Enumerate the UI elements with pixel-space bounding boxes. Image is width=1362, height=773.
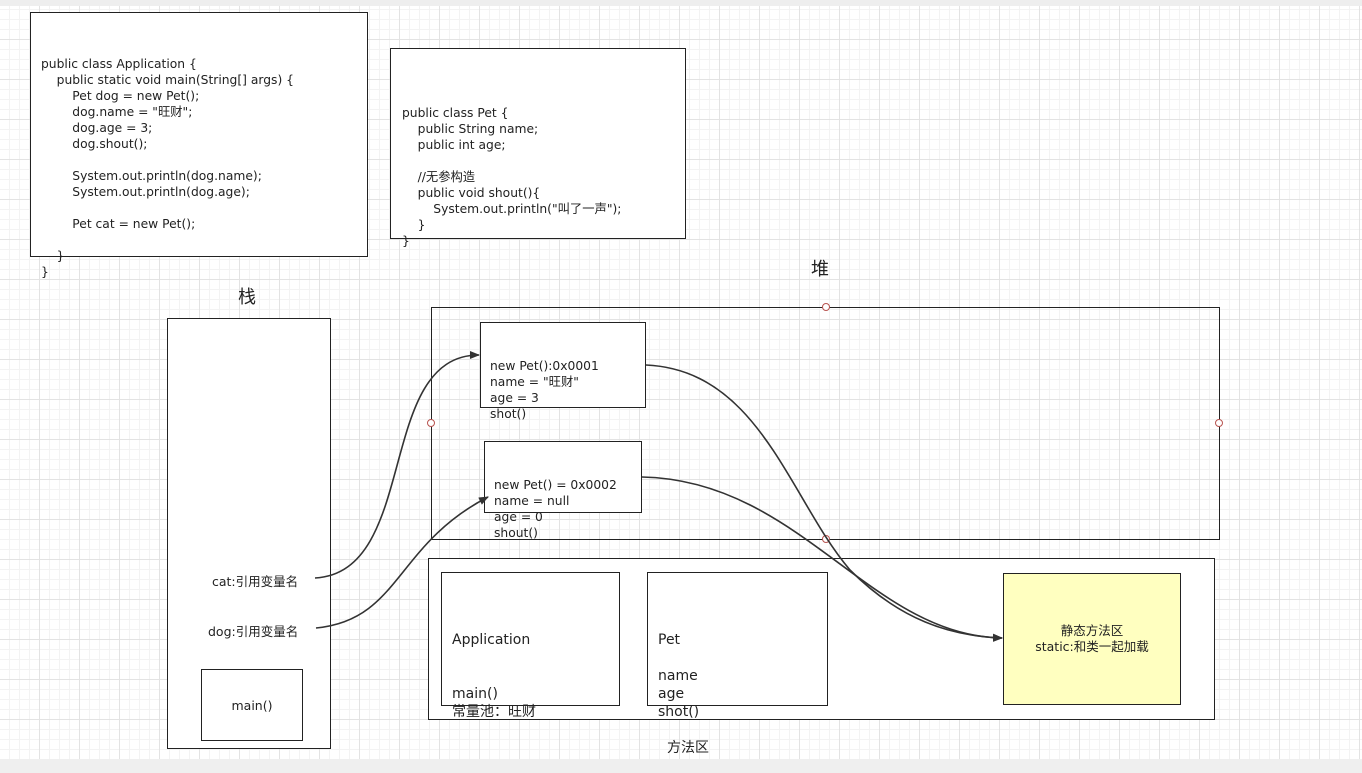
object1-to-static-arrow (645, 364, 1003, 642)
text-line: age (658, 686, 685, 702)
text-line: public class Application { (41, 57, 197, 71)
application-class-box[interactable]: Application main() 常量池：旺财 (441, 572, 620, 720)
heap-handle-left[interactable] (427, 419, 435, 427)
text-line: public static void main(String[] args) { (41, 73, 294, 87)
text-line: System.out.println(dog.age); (41, 185, 250, 199)
text-line: shot() (658, 704, 700, 720)
text-line: new Pet() = 0x0002 (494, 478, 617, 492)
text-line: public void shout(){ (402, 186, 541, 200)
text-line: name (658, 668, 698, 684)
top-bar (0, 0, 1362, 6)
text-line: name = null (494, 494, 570, 508)
bottom-bar (0, 759, 1362, 773)
text-line: age = 3 (490, 391, 539, 405)
stack-title: 栈 (238, 287, 256, 308)
text-line: } (402, 218, 426, 232)
heap-handle-bottom[interactable] (822, 535, 830, 543)
text-line: static:和类一起加载 (1035, 639, 1149, 654)
text-line: public String name; (402, 122, 539, 136)
text-line: dog.name = "旺财"; (41, 105, 193, 119)
cat-reference-label: cat:引用变量名 (212, 574, 299, 589)
text-line: 常量池：旺财 (452, 704, 536, 720)
pet-code-lines: public class Pet { public String name; p… (402, 105, 685, 249)
heap-object-cat[interactable]: new Pet() = 0x0002 name = null age = 0 shou… (484, 441, 642, 540)
text-line: Pet dog = new Pet(); (41, 89, 200, 103)
main-frame-label: main() (231, 697, 273, 713)
cat-to-heap-arrow (314, 351, 480, 579)
pet-class-box[interactable]: Pet name age shot() (647, 572, 828, 720)
heap-object-dog-lines: new Pet():0x0001 name = "旺财" age = 3 shot() (490, 358, 645, 422)
application-code-lines: public class Application { public static… (41, 56, 367, 280)
text-line: Pet cat = new Pet(); (41, 217, 196, 231)
text-line: Application (452, 632, 531, 648)
text-line: shot() (490, 407, 527, 421)
text-line: System.out.println(dog.name); (41, 169, 262, 183)
pet-class-lines: Pet name age shot() (658, 631, 827, 721)
heap-object-cat-lines: new Pet() = 0x0002 name = null age = 0 shou… (494, 477, 641, 541)
text-line: 静态方法区 (1060, 623, 1124, 638)
text-line: dog.shout(); (41, 137, 148, 151)
heap-handle-top[interactable] (822, 303, 830, 311)
dog-to-heap-arrow (315, 496, 489, 629)
text-line: } (402, 234, 410, 248)
application-code-box[interactable]: public class Application { public static… (30, 12, 368, 279)
text-line: dog.age = 3; (41, 121, 153, 135)
text-line: public int age; (402, 138, 506, 152)
text-line: age = 0 (494, 510, 543, 524)
method-area-title: 方法区 (667, 740, 709, 756)
text-line: //无参构造 (402, 170, 476, 184)
text-line: new Pet():0x0001 (490, 359, 599, 373)
text-line: System.out.println("叫了一声"); (402, 202, 622, 216)
text-line: } (41, 265, 49, 279)
text-line: Pet (658, 632, 681, 648)
application-class-lines: Application main() 常量池：旺财 (452, 631, 619, 721)
text-line: } (41, 249, 65, 263)
object2-to-static-arrow (641, 476, 1003, 642)
pet-code-box[interactable]: public class Pet { public String name; p… (390, 48, 686, 248)
dog-reference-label: dog:引用变量名 (208, 624, 299, 639)
heap-object-dog[interactable]: new Pet():0x0001 name = "旺财" age = 3 shot() (480, 322, 646, 421)
text-line: main() (452, 686, 498, 702)
text-line: name = "旺财" (490, 375, 579, 389)
text-line: shout() (494, 526, 538, 540)
main-frame-box[interactable]: main() (201, 669, 303, 741)
heap-handle-right[interactable] (1215, 419, 1223, 427)
text-line: public class Pet { (402, 106, 509, 120)
heap-title: 堆 (811, 259, 829, 280)
